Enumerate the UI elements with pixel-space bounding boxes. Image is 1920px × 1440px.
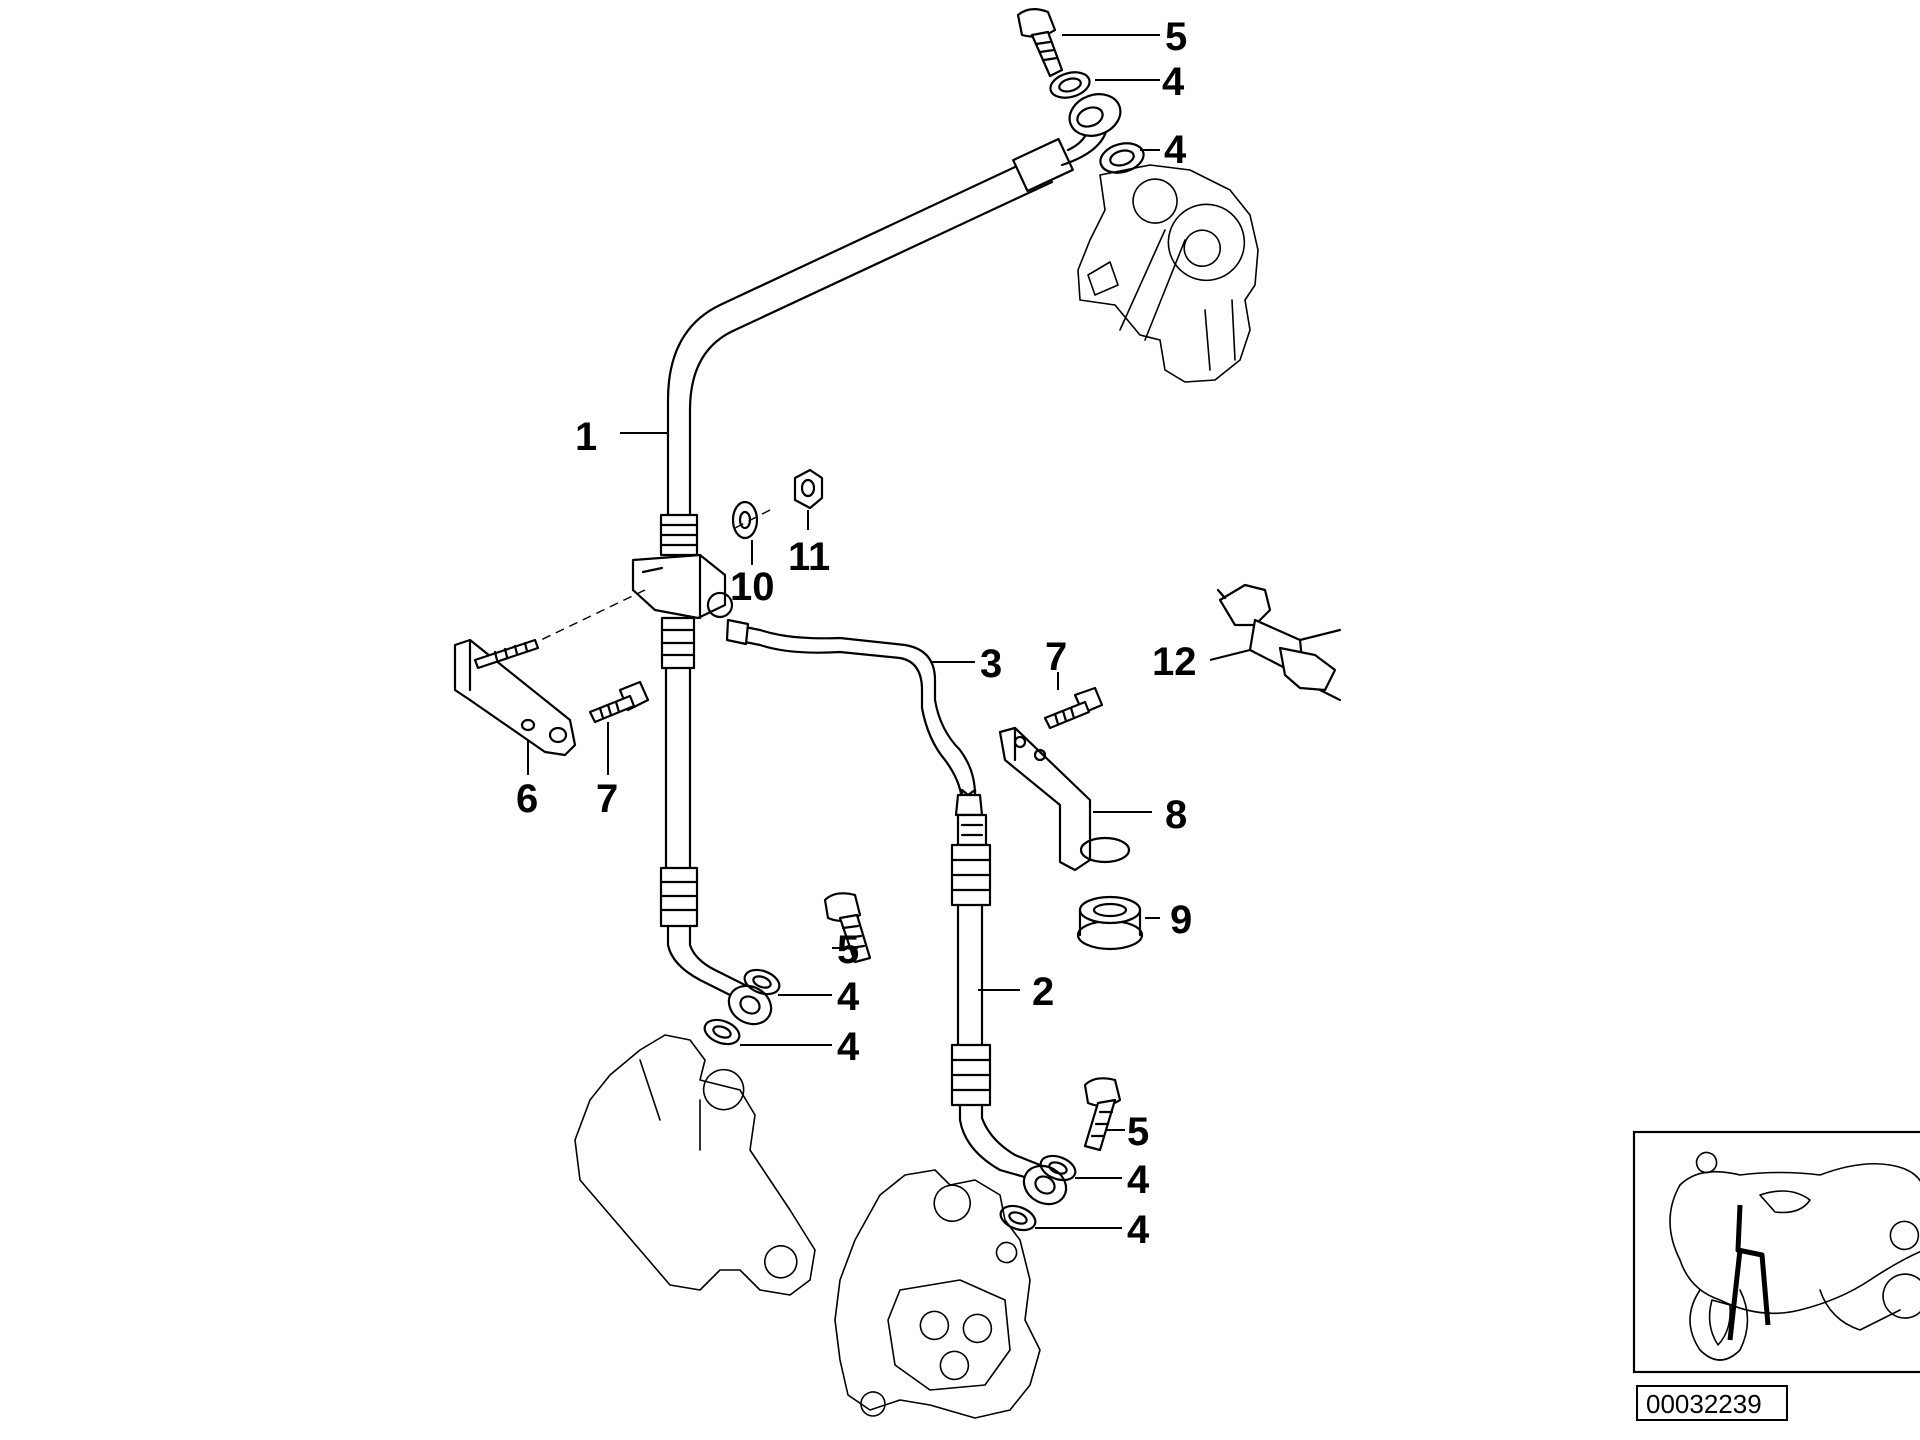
bracket-8: [998, 726, 1131, 872]
sealing-rings: [703, 71, 1145, 1232]
motorcycle-locator-inset: [1632, 1130, 1920, 1374]
callout-11: 11: [788, 535, 830, 579]
callout-8: 8: [1165, 793, 1187, 837]
callout-3: 3: [980, 642, 1002, 686]
bolt-7-right: [1043, 686, 1104, 730]
callout-6: 6: [516, 777, 538, 821]
washer-10: [731, 500, 759, 540]
callout-4-mid-1: 4: [837, 975, 860, 1019]
upper-banjo-fitting: [1068, 93, 1122, 137]
bracket-6: [453, 638, 577, 757]
callout-2: 2: [1032, 970, 1054, 1014]
banjo-bolt-low: [1083, 1077, 1122, 1152]
brake-hose-2: [950, 813, 1068, 1206]
document-number-box: 00032239: [1636, 1385, 1788, 1421]
clip-12: [1216, 583, 1342, 702]
alignment-line-upper: [734, 509, 771, 529]
banjo-bolt-top: [1016, 8, 1064, 78]
leader-lines: [527, 34, 1251, 1229]
callout-4-low-1: 4: [1127, 1158, 1150, 1202]
right-caliper-outline: [834, 1169, 1041, 1419]
upper-caliper-outline: [1077, 164, 1259, 383]
grommet-9: [1076, 895, 1144, 951]
nut-11: [793, 468, 824, 510]
callout-4-mid-2: 4: [837, 1025, 860, 1069]
callout-12: 12: [1152, 640, 1197, 684]
document-number: 00032239: [1646, 1389, 1762, 1419]
callout-5-top: 5: [1165, 15, 1187, 59]
callout-1: 1: [575, 415, 597, 459]
callout-10: 10: [730, 565, 775, 609]
callout-9: 9: [1170, 898, 1192, 942]
alignment-line-bracket: [519, 589, 646, 651]
callout-7-right: 7: [1045, 635, 1067, 679]
bolt-7-left: [588, 680, 650, 724]
callout-4-top-2: 4: [1164, 128, 1187, 172]
brake-hose-1: [631, 103, 1110, 1026]
callout-7-left: 7: [596, 777, 618, 821]
callout-4-low-2: 4: [1127, 1208, 1150, 1252]
brake-pipe-3: [725, 618, 984, 817]
callout-4-top-1: 4: [1162, 60, 1185, 104]
callout-labels: 5 4 4 1 10 11 3 7 12 6 7 8 9 5 4 4 2 5 4…: [516, 15, 1197, 1252]
callout-5-low: 5: [1127, 1110, 1149, 1154]
left-caliper-outline: [574, 1034, 816, 1296]
callout-5-mid: 5: [837, 928, 859, 972]
